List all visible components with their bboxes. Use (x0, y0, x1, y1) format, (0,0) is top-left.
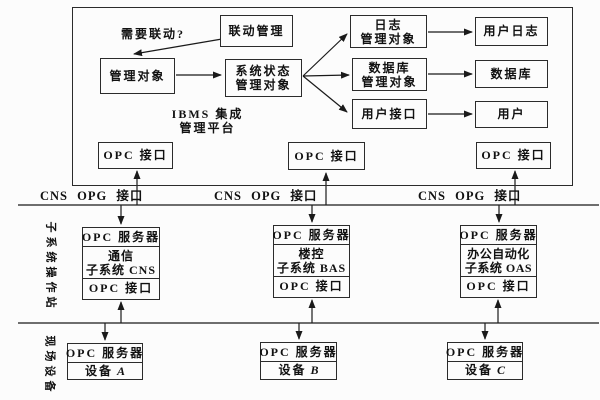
ibms-platform-frame (72, 7, 573, 186)
node-managed-object-label: 管理对象 (109, 68, 166, 83)
device-a-name-label: 设备 (84, 363, 113, 378)
subsystem-cns: OPC 服务器 通信 子系统 CNS OPC 接口 (82, 227, 160, 300)
bus-label-1: CNS OPG 接口 (40, 189, 144, 203)
subsystem-layer-label: 子系统操作站 (44, 221, 57, 312)
field-device-layer-label: 现场设备 (43, 335, 56, 396)
subsystem-cns-name: 通信 子系统 CNS (83, 246, 159, 277)
arrow-status-to-log (302, 33, 348, 77)
node-db-manager: 数据库 管理对象 (352, 58, 427, 91)
device-b-letter: B (310, 363, 319, 378)
node-user-label: 用户 (497, 107, 526, 121)
device-a-name: 设备 A (68, 362, 142, 379)
node-db-manager-line1: 数据库 (368, 60, 411, 75)
platform-opc-interface-1-label: OPC 接口 (103, 148, 168, 162)
device-a-opc-server-label: OPC 服务器 (65, 345, 145, 360)
subsystem-bas-name-line1: 楼控 (298, 246, 325, 261)
device-a-letter: A (117, 363, 126, 378)
subsystem-cns-name-line1: 通信 (107, 248, 134, 263)
platform-title-line2: 管理平台 (179, 121, 236, 135)
node-managed-object: 管理对象 (100, 58, 175, 94)
device-a-opc-server: OPC 服务器 (65, 344, 145, 362)
subsystem-oas-opc-server-label: OPC 服务器 (459, 227, 538, 242)
subsystem-oas-name: 办公自动化 子系统 OAS (461, 244, 536, 275)
device-c: OPC 服务器 设备 C (445, 342, 525, 380)
arrow-linkage-to-managed (133, 38, 223, 57)
node-database: 数据库 (475, 60, 548, 88)
node-log-manager: 日志 管理对象 (350, 15, 427, 48)
device-b-name-label: 设备 (278, 363, 307, 378)
platform-opc-interface-1: OPC 接口 (98, 142, 173, 169)
question-label: 需要联动? (121, 27, 186, 41)
subsystem-bas-opc-server-label: OPC 服务器 (272, 227, 351, 242)
arrow-status-to-userif (302, 75, 348, 113)
bus-label-2: CNS OPG 接口 (214, 189, 318, 203)
subsystem-oas-opc-interface: OPC 接口 (461, 275, 536, 297)
platform-opc-interface-3-label: OPC 接口 (481, 148, 546, 162)
subsystem-bas-name: 楼控 子系统 BAS (274, 244, 349, 275)
device-c-opc-server: OPC 服务器 (445, 343, 525, 361)
node-user: 用户 (475, 101, 548, 128)
subsystem-cns-opc-server: OPC 服务器 (81, 228, 161, 246)
platform-title-line1: IBMS 集成 (171, 107, 244, 121)
subsystem-oas-name-line1: 办公自动化 (467, 246, 530, 261)
device-c-opc-server-label: OPC 服务器 (445, 344, 525, 359)
node-user-log-label: 用户日志 (483, 24, 540, 38)
node-system-status-line2: 管理对象 (235, 78, 292, 92)
subsystem-oas-opc-interface-label: OPC 接口 (466, 279, 531, 294)
platform-opc-interface-3: OPC 接口 (476, 142, 551, 169)
node-user-interface-label: 用户接口 (361, 106, 418, 121)
subsystem-oas-opc-server: OPC 服务器 (459, 226, 538, 244)
platform-opc-interface-2-label: OPC 接口 (294, 148, 359, 163)
device-b-opc-server-label: OPC 服务器 (259, 344, 338, 359)
subsystem-bas-opc-interface-label: OPC 接口 (279, 279, 344, 294)
device-b-opc-server: OPC 服务器 (259, 343, 338, 361)
node-user-log: 用户日志 (475, 17, 548, 46)
subsystem-bas: OPC 服务器 楼控 子系统 BAS OPC 接口 (272, 225, 351, 298)
device-c-name-label: 设备 (464, 363, 493, 378)
subsystem-cns-name-line2: 子系统 CNS (85, 262, 156, 277)
subsystem-bas-opc-server: OPC 服务器 (272, 226, 351, 244)
node-db-manager-line2: 管理对象 (361, 74, 418, 89)
subsystem-cns-opc-interface: OPC 接口 (83, 277, 159, 299)
subsystem-cns-opc-server-label: OPC 服务器 (81, 229, 161, 244)
platform-opc-interface-2: OPC 接口 (288, 142, 365, 170)
subsystem-bas-name-line2: 子系统 BAS (276, 260, 347, 275)
node-database-label: 数据库 (490, 66, 533, 81)
subsystem-bas-opc-interface: OPC 接口 (274, 275, 349, 297)
platform-title: IBMS 集成 管理平台 (160, 107, 255, 135)
arrow-status-to-db (302, 71, 350, 79)
node-linkage-label: 联动管理 (228, 23, 285, 38)
node-system-status-line1: 系统状态 (235, 64, 292, 78)
node-system-status: 系统状态 管理对象 (225, 59, 302, 97)
device-c-letter: C (497, 363, 506, 378)
node-log-manager-line2: 管理对象 (360, 31, 417, 46)
node-linkage-management: 联动管理 (220, 15, 293, 47)
device-c-name: 设备 C (448, 361, 522, 379)
subsystem-cns-opc-interface-label: OPC 接口 (88, 281, 154, 296)
node-log-manager-line1: 日志 (374, 17, 403, 32)
device-a: OPC 服务器 设备 A (65, 343, 145, 380)
subsystem-oas: OPC 服务器 办公自动化 子系统 OAS OPC 接口 (459, 225, 538, 298)
node-user-interface: 用户接口 (352, 99, 427, 129)
subsystem-oas-name-line2: 子系统 OAS (464, 260, 533, 275)
bus-label-3: CNS OPG 接口 (418, 189, 522, 203)
